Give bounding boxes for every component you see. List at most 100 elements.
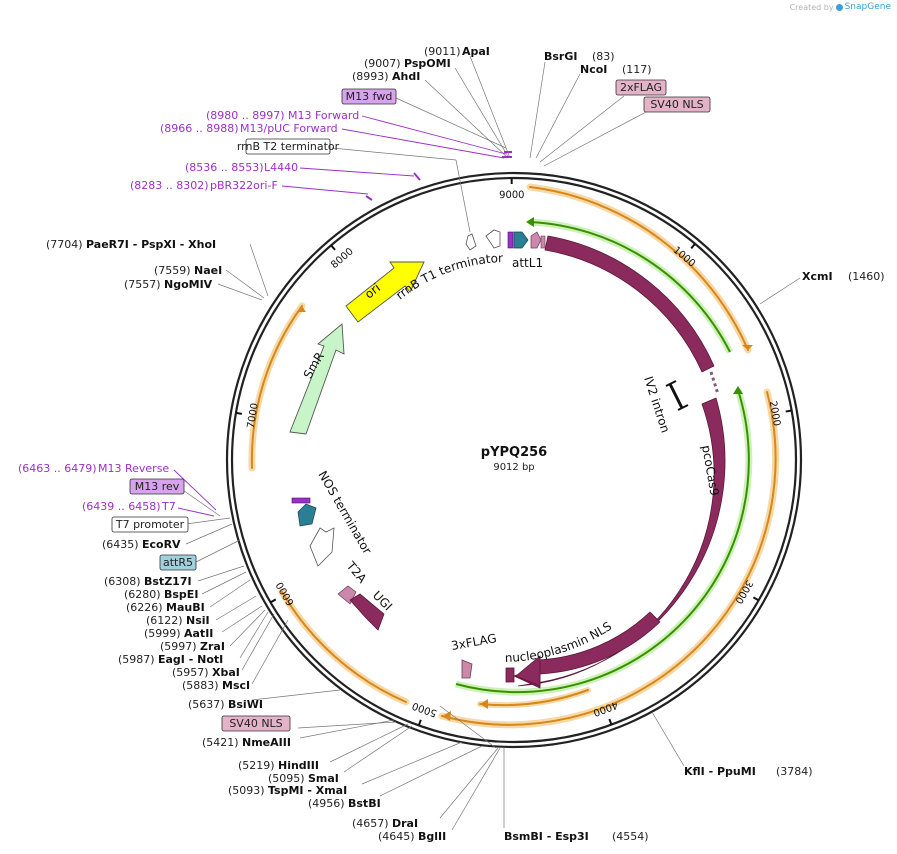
- site-tspmi-name: TspMI - XmaI: [268, 784, 347, 797]
- site-kfli-pos: (3784): [776, 765, 813, 778]
- leader-maubi: [209, 579, 251, 608]
- tick-label-8000: 8000: [329, 246, 356, 271]
- site-zrai-name: ZraI: [200, 640, 225, 653]
- site-paer7i-pos: (7704): [46, 238, 83, 251]
- smr-feature[interactable]: [289, 323, 345, 435]
- orange-arrowhead-1: [742, 345, 753, 350]
- tick-label-1000: 1000: [671, 245, 698, 270]
- site-maubi-name: MauBI: [166, 601, 205, 614]
- primer-m13puc-range: (8966 .. 8988): [160, 122, 239, 135]
- box-attr5-bg: [159, 554, 197, 571]
- label-iv2-intron: IV2 intron: [641, 375, 672, 435]
- primer-leader-lines: [173, 115, 512, 517]
- site-ahdi-name: AhdI: [392, 70, 420, 83]
- leader-ngomiv: [217, 283, 263, 301]
- site-bspei-name: BspEI: [164, 588, 198, 601]
- plasmid-name: pYPQ256: [481, 445, 547, 460]
- site-zrai-pos: (5997): [160, 640, 197, 653]
- box-2xflag-bg: [615, 79, 667, 96]
- primer-l4440-range: (8536 .. 8553): [185, 161, 264, 174]
- site-kfli-name: KflI - PpuMI: [684, 765, 756, 778]
- box-attr5: attR5: [163, 556, 193, 569]
- leader-eagi: [239, 611, 269, 659]
- primer-mark-pbr322: [365, 195, 373, 201]
- primer-m13puc-name: M13/pUC Forward: [240, 122, 338, 135]
- site-msci-pos: (5883): [182, 679, 219, 692]
- site-apai-pos: (9011): [424, 45, 461, 58]
- site-eagi-name: EagI - NotI: [158, 653, 223, 666]
- green-arc-2: [455, 389, 750, 694]
- site-smai-name: SmaI: [308, 772, 339, 785]
- box-m13rev: M13 rev: [135, 480, 180, 493]
- leader-m13fwd-box: [395, 97, 507, 149]
- primer-m13rev-range: (6463 .. 6479): [18, 462, 97, 475]
- pcocas9-intron-gap: [709, 371, 720, 395]
- leader-attr5: [195, 539, 241, 563]
- sv40-nls-top-feature[interactable]: [540, 235, 546, 249]
- box-2xflag: 2xFLAG: [620, 81, 662, 94]
- leader-drai: [439, 747, 499, 819]
- leader-hindiii: [329, 723, 409, 763]
- ugi-feature[interactable]: [349, 593, 385, 631]
- site-bglii-name: BglII: [418, 830, 446, 843]
- site-nmeaiii-pos: (5421): [202, 736, 239, 749]
- primer-m13f-name: M13 Forward: [288, 109, 359, 122]
- site-xbai-pos: (5957): [172, 666, 209, 679]
- flag3x-feature[interactable]: [461, 659, 473, 679]
- leader-l4440: [299, 167, 415, 177]
- ori-feature[interactable]: [345, 261, 425, 323]
- leader-t7promoter: [185, 517, 231, 525]
- site-apai-name: ApaI: [462, 45, 490, 58]
- green-arrowhead-2: [733, 386, 743, 394]
- credit-brand: SnapGene: [844, 2, 891, 12]
- pcocas9-segment-2: [517, 397, 726, 687]
- site-paer7i-name: PaeR7I - PspXI - XhoI: [86, 238, 216, 251]
- backbone: [225, 171, 803, 749]
- site-bsiwi-pos: (5637): [188, 698, 225, 711]
- attr5-feature[interactable]: [297, 503, 317, 527]
- nucleoplasmin-nls-feature[interactable]: [505, 611, 661, 687]
- box-sv40nls-top-bg: [643, 96, 711, 113]
- site-xcmi-pos: (1460): [848, 270, 885, 283]
- label-attl1: attL1: [512, 256, 543, 270]
- orange-arc-4-halo: [248, 302, 306, 472]
- site-drai-name: DraI: [392, 817, 418, 830]
- site-ahdi-pos: (8993): [352, 70, 389, 83]
- site-nmeaiii-name: NmeAIII: [242, 736, 291, 749]
- rrnb-t2-feature[interactable]: [485, 229, 501, 249]
- orange-arrowhead-4: [480, 699, 488, 709]
- backbone-inner-ring: [230, 176, 798, 744]
- attl1-feature[interactable]: [513, 231, 529, 249]
- tick-label-9000: 9000: [499, 190, 525, 201]
- nos-terminator-feature[interactable]: [309, 527, 335, 567]
- leader-zrai: [229, 609, 266, 647]
- leader-bspei: [201, 571, 247, 595]
- leader-ncoi: [535, 73, 581, 159]
- site-naei-pos: (7559): [154, 264, 191, 277]
- credit-text: Created by: [789, 2, 834, 12]
- leader-m13-reverse: [173, 469, 217, 511]
- site-eagi-pos: (5987): [118, 653, 155, 666]
- ori-arrow: [345, 261, 425, 323]
- leader-paer7i: [249, 243, 269, 297]
- iv2-marker-cap-top: [665, 380, 677, 387]
- site-pspomi-name: PspOMI: [404, 57, 451, 70]
- smr-arrow: [289, 323, 345, 435]
- primer-labels: (8980 .. 8997) M13 Forward (8966 .. 8988…: [18, 109, 359, 513]
- leader-xcmi: [759, 277, 801, 305]
- leader-rrnb-t2-inner: [455, 159, 471, 233]
- site-ncoi-pos: (117): [622, 63, 652, 76]
- flag2x-feature[interactable]: [530, 231, 542, 249]
- green-arrowhead-1: [526, 217, 534, 227]
- rrnb-t1-small-feature[interactable]: [465, 233, 477, 251]
- tick-7000: [235, 411, 243, 415]
- tick-1000: [690, 243, 696, 250]
- site-bglii-pos: (4645): [378, 830, 415, 843]
- site-maubi-pos: (6226): [126, 601, 163, 614]
- leader-m13rev: [179, 487, 221, 517]
- leader-msci: [251, 619, 289, 685]
- primer-m13rev-name: M13 Reverse: [98, 462, 169, 475]
- site-smai-pos: (5095): [268, 772, 305, 785]
- tick-label-7000: 7000: [246, 402, 261, 429]
